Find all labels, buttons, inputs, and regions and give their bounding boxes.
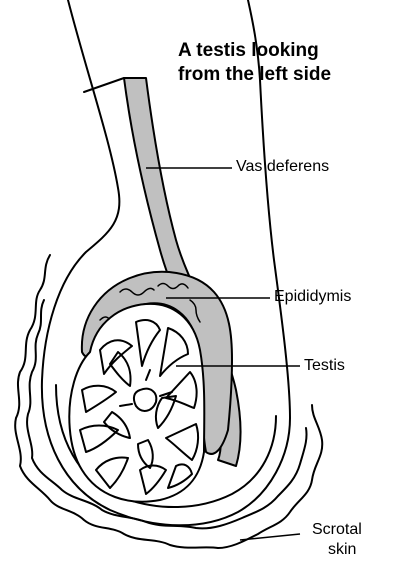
- label-scrotal-skin-line-1: Scrotal: [312, 521, 362, 539]
- label-scrotal-skin-line-2: skin: [328, 541, 356, 559]
- diagram-title-line-1: A testis looking: [178, 40, 319, 62]
- label-vas-deferens: Vas deferens: [236, 158, 329, 176]
- diagram-title-line-2: from the left side: [178, 64, 331, 86]
- label-epididymis: Epididymis: [274, 288, 351, 306]
- scrotal-skin-leader: [240, 534, 300, 540]
- label-testis: Testis: [304, 357, 345, 375]
